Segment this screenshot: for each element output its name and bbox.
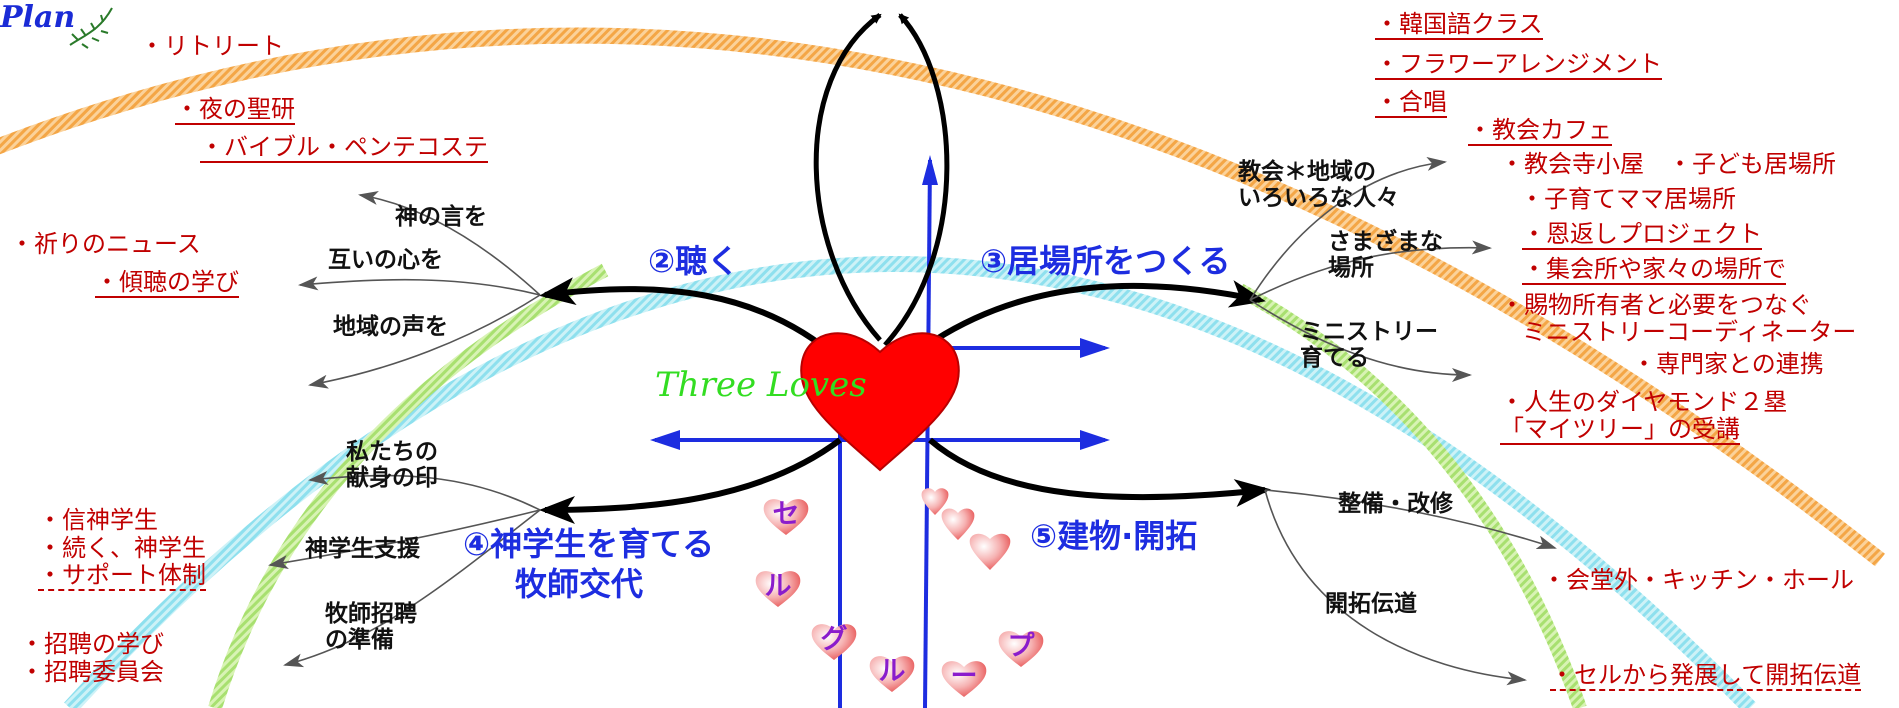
small-hearts [921,488,1011,570]
middle-arc [64,256,1756,708]
branch-repair: 整備・改修 [1338,491,1453,517]
heading-place: ③居場所をつくる [980,242,1231,280]
note-gift-1: ・賜物所有者と必要をつなぐ [1500,291,1812,319]
arm-students [539,437,842,524]
branch-hearts: 互いの心を [328,247,443,273]
branch-church-people-1: 教会＊地域の [1238,159,1376,185]
heading-building: ⑤建物·開拓 [1030,517,1198,555]
cell-group-char: グ [808,618,860,662]
note-assembly: ・集会所や家々の場所で [1522,256,1786,286]
note-gift-2: ミニストリーコーディネーター [1522,318,1857,346]
branch-community: 地域の声を [333,314,448,340]
cell-group-char-text: プ [1007,631,1035,662]
heading-pastor: 牧師交代 [515,565,644,603]
cell-group-char: ル [866,650,918,694]
branch-places-1: さまざまな [1328,229,1443,255]
note-cell-pioneer: ・セルから発展して開拓伝道 [1550,662,1862,692]
outer-arc [0,27,1885,567]
note-choir: ・合唱 [1375,89,1447,119]
cell-group-char: ル [752,565,804,609]
branch-support: 神学生支援 [305,536,420,562]
branch-places-2: 場所 [1328,255,1374,281]
branch-devotion-2: 献身の印 [346,465,438,491]
note-ongaeshi: ・恩返しプロジェクト [1522,221,1762,251]
note-student-2: ・続く、神学生 [38,534,206,562]
note-hut: ・教会寺小屋 ・子ども居場所 [1500,150,1836,178]
center-label: Three Loves [655,365,867,405]
inner-arc-left [208,263,609,708]
note-hall: ・会堂外・キッチン・ホール [1542,566,1854,594]
leaf-logo-icon [69,7,113,49]
arm-place [933,280,1266,343]
cell-group-char: セ [760,493,812,537]
note-korean: ・韓国語クラス [1375,11,1543,41]
note-student-3: ・サポート体制 [38,562,206,592]
note-bible: ・バイブル・ペンテコステ [200,134,488,164]
heading-listen: ②聴く [648,242,740,280]
branch-call-1: 牧師招聘 [325,601,417,627]
note-night: ・夜の聖研 [175,96,295,126]
branch-church-people-2: いろいろな人々 [1238,185,1399,211]
note-listening: ・傾聴の学び [95,269,239,299]
note-call-committee: ・招聘委員会 [20,658,164,686]
branch-word: 神の言を [395,204,487,230]
cell-group-char-text: ー [950,661,978,692]
note-diamond-2: 「マイツリー」の受講 [1500,416,1740,446]
arm-listen [539,277,842,363]
heart-icon [800,332,960,472]
branch-call-2: の準備 [325,627,394,653]
note-student-1: ・信神学生 [38,506,158,534]
branch-pioneer: 開拓伝道 [1325,591,1417,617]
cross-arrowheads [650,155,1110,450]
branch-ministry-1: ミニストリー [1300,319,1438,345]
inner-arc-right [1236,283,1587,708]
cell-group-char: プ [995,625,1047,669]
branch-ministry-2: 育てる [1300,345,1369,371]
note-mama: ・子育てママ居場所 [1520,185,1736,213]
upper-loop-right [883,13,950,347]
note-retreat: ・リトリート [140,32,284,60]
brand-logo: Plan [0,0,76,35]
note-call-study: ・招聘の学び [20,630,164,658]
heading-students: ④神学生を育てる [463,525,715,563]
note-cafe: ・教会カフェ [1468,117,1612,147]
branch-arrows [268,156,1557,686]
note-flower: ・フラワーアレンジメント [1375,51,1663,81]
note-expert: ・専門家との連携 [1632,350,1824,378]
arm-building [928,437,1271,508]
cell-group-char: ー [938,655,990,699]
upper-loop-left [813,12,882,342]
cell-group-char-text: グ [820,624,848,655]
branch-devotion-1: 私たちの [346,439,438,465]
note-prayer: ・祈りのニュース [10,230,201,258]
cell-group-char-text: ル [878,656,906,687]
cell-group-char-text: ル [764,571,792,602]
note-diamond-1: ・人生のダイヤモンド２塁 [1500,388,1788,416]
cell-group-char-text: セ [772,499,800,530]
